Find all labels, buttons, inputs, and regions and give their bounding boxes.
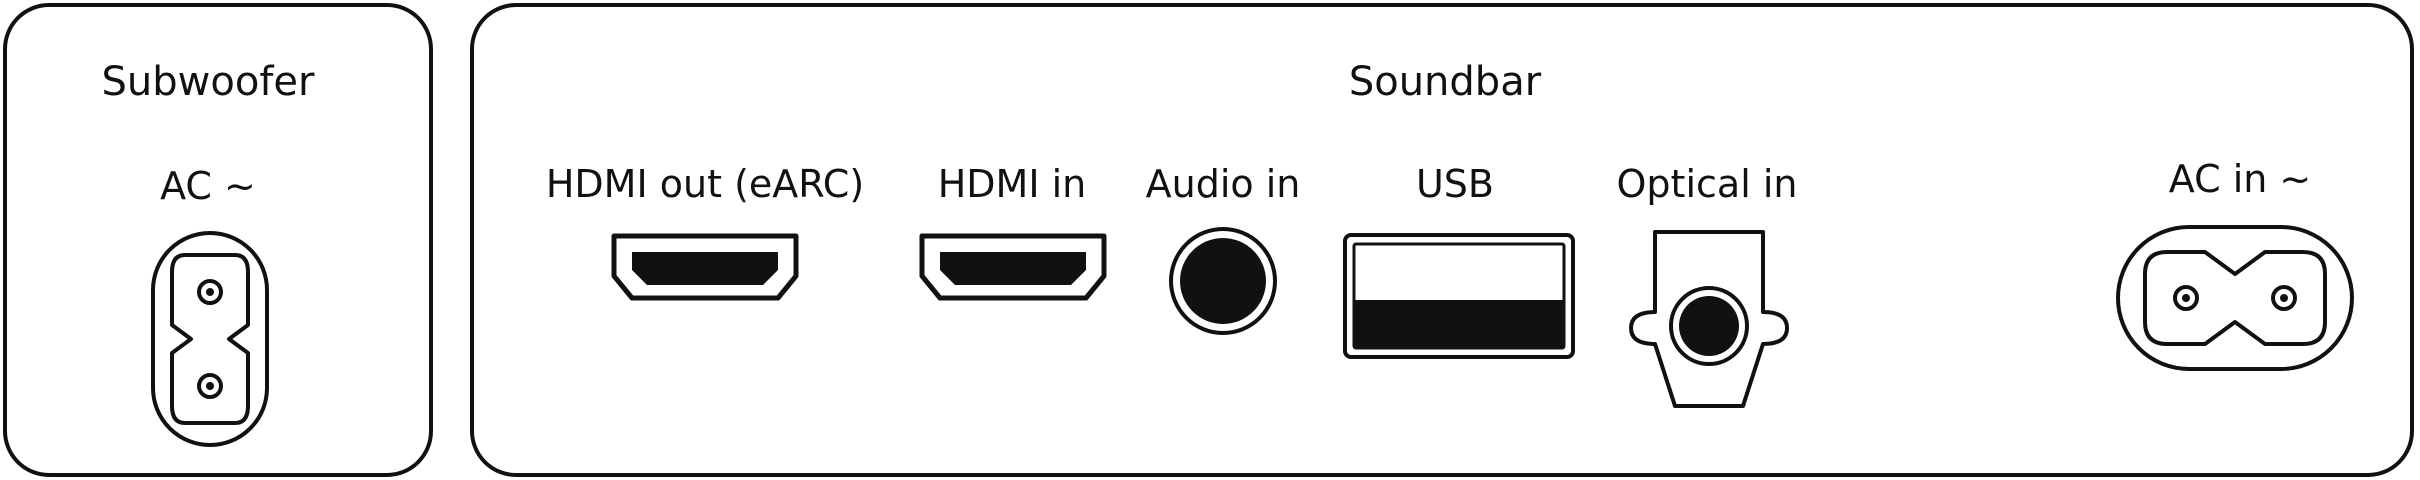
ac-in-power-socket-icon: [2116, 225, 2354, 371]
hdmi-in-label: HDMI in: [937, 162, 1087, 206]
usb-port-icon: [1343, 233, 1575, 359]
hdmi-out-port-icon: [611, 233, 799, 301]
subwoofer-ac-label: AC ~: [160, 164, 256, 208]
subwoofer-title: Subwoofer: [101, 59, 315, 105]
ac-power-socket-icon: [151, 231, 269, 447]
audio-jack-icon: [1169, 227, 1277, 335]
optical-in-label: Optical in: [1616, 162, 1798, 206]
usb-label: USB: [1415, 162, 1495, 206]
hdmi-out-label: HDMI out (eARC): [545, 162, 865, 206]
audio-in-label: Audio in: [1145, 162, 1301, 206]
optical-port-icon: [1629, 230, 1789, 408]
hdmi-in-port-icon: [919, 233, 1107, 301]
ac-in-label: AC in ~: [2168, 157, 2312, 201]
soundbar-title: Soundbar: [1348, 59, 1542, 105]
